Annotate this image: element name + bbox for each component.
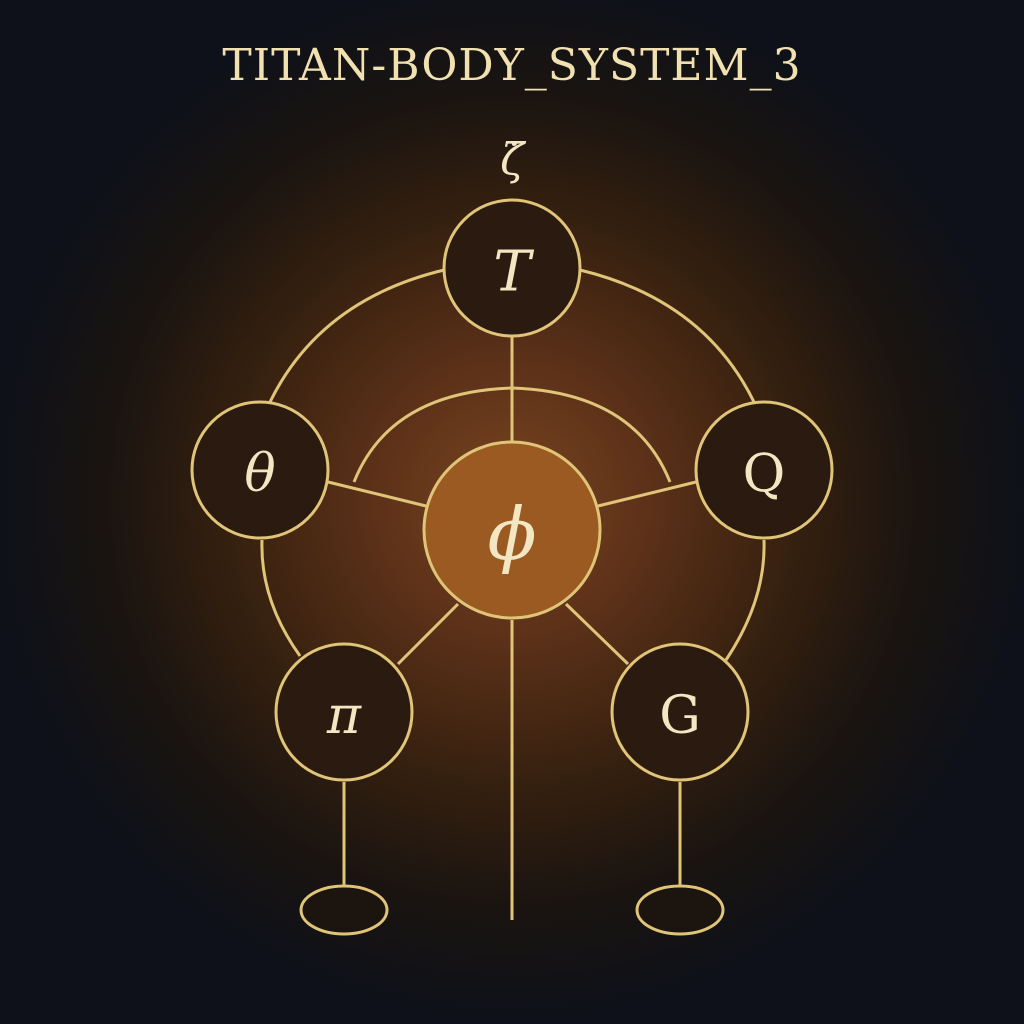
node-pi-label: π	[326, 686, 362, 746]
edge-pi-phi	[396, 602, 460, 666]
node-pi: π	[274, 642, 414, 782]
node-G-circle	[610, 642, 750, 782]
node-phi-circle	[422, 440, 602, 620]
node-T-label: T	[493, 240, 534, 305]
node-theta-circle	[190, 400, 330, 540]
node-G-label: G	[659, 686, 701, 746]
node-T-circle	[442, 198, 582, 338]
node-Q: Q	[694, 400, 834, 540]
node-T: T	[442, 198, 582, 338]
diagram-title: TITAN-BODY_SYSTEM_3	[222, 40, 802, 91]
arc-T-Q	[579, 268, 756, 403]
terminal-left	[299, 884, 389, 936]
node-pi-circle	[274, 642, 414, 782]
node-Q-circle	[694, 400, 834, 540]
node-theta: θ	[190, 400, 330, 540]
terminal-right	[635, 884, 725, 936]
edge-theta-phi	[327, 480, 427, 508]
arc-theta-pi	[260, 539, 302, 657]
arc-Q-G	[724, 539, 766, 661]
top-symbol: ζ̇	[500, 135, 527, 186]
node-phi-label: ϕ	[487, 492, 536, 576]
node-Q-label: Q	[743, 444, 786, 504]
node-theta-label: θ	[244, 444, 275, 504]
node-phi: ϕ	[422, 440, 602, 620]
node-G: G	[610, 642, 750, 782]
edge-G-phi	[564, 602, 630, 666]
arc-T-theta	[268, 268, 445, 403]
edge-Q-phi	[597, 480, 697, 508]
